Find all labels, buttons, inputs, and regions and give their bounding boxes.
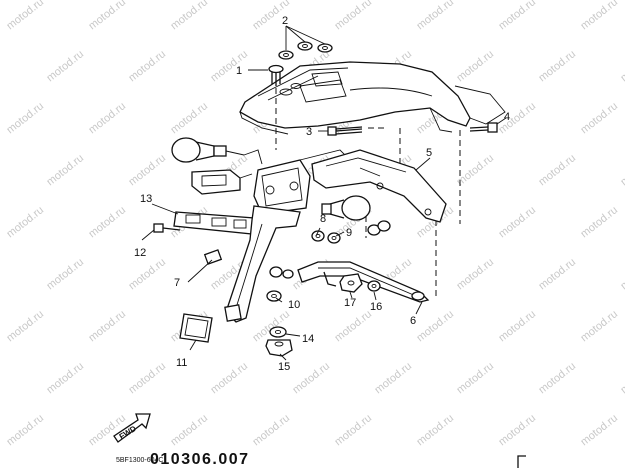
callout-labels: 1 2 3 4 5 6 7 8 9 10 11 12 13 14 15 16 1… [134, 15, 510, 373]
watermark-text: motod.ru [86, 308, 128, 344]
bolt-4 [469, 122, 498, 133]
watermark-text: motod.ru [86, 204, 128, 240]
turn-signal-right [321, 195, 371, 221]
watermark-text: motod.ru [618, 360, 625, 396]
watermark-text: motod.ru [578, 100, 620, 136]
watermark-text: motod.ru [44, 360, 86, 396]
bracket-6-end [411, 291, 425, 301]
callout-2: 2 [282, 15, 288, 27]
callout-13: 13 [140, 193, 152, 205]
nut-15 [265, 339, 293, 357]
watermark-text: motod.ru [208, 48, 250, 84]
washers-2 [278, 41, 333, 60]
watermark-text: motod.ru [414, 412, 456, 448]
watermark-text: motod.ru [578, 0, 620, 32]
watermark-text: motod.ru [168, 0, 210, 32]
reflector-11 [179, 313, 213, 343]
callout-8: 8 [320, 213, 326, 225]
leader-lines [141, 25, 507, 361]
callout-7: 7 [174, 277, 180, 289]
watermark-text: motod.ru [4, 204, 46, 240]
watermark-text: motod.ru [454, 48, 496, 84]
watermark-text: motod.ru [126, 360, 168, 396]
watermark-text: motod.ru [332, 412, 374, 448]
turn-signal-left [171, 137, 263, 165]
bracket-5 [311, 149, 447, 223]
watermark-text: motod.ru [168, 412, 210, 448]
washer-14 [269, 326, 287, 338]
callout-1: 1 [236, 65, 242, 77]
watermark-text: motod.ru [86, 0, 128, 32]
callout-17: 17 [344, 297, 356, 309]
watermark-text: motod.ru [290, 360, 332, 396]
washer-16 [367, 280, 381, 292]
watermark-text: motod.ru [250, 308, 292, 344]
watermark-text: motod.ru [332, 0, 374, 32]
callout-15: 15 [278, 361, 290, 373]
footer-number: 010306.007 [150, 451, 250, 468]
watermark-text: motod.ru [414, 0, 456, 32]
watermark-text: motod.ru [86, 100, 128, 136]
watermark-text: motod.ru [496, 0, 538, 32]
watermark-text: motod.ru [496, 100, 538, 136]
screw-1 [268, 64, 284, 86]
watermark-text: motod.ru [496, 204, 538, 240]
watermark-text: motod.ru [496, 308, 538, 344]
watermark-text: motod.ru [44, 48, 86, 84]
watermark-text: motod.ru [578, 308, 620, 344]
rod-6 [297, 261, 430, 303]
watermark-text: motod.ru [126, 48, 168, 84]
watermark-text: motod.ru [4, 308, 46, 344]
watermark-text: motod.ru [4, 100, 46, 136]
footer-code: 5BF1300-604C [116, 457, 163, 464]
watermark-text: motod.ru [126, 152, 168, 188]
watermark-text: motod.ru [496, 412, 538, 448]
callout-3: 3 [306, 126, 312, 138]
watermark-text: motod.ru [126, 256, 168, 292]
watermark-text: motod.ru [536, 256, 578, 292]
watermark-text: motod.ru [454, 360, 496, 396]
callout-5: 5 [426, 147, 432, 159]
watermark-text: motod.ru [372, 360, 414, 396]
callout-11: 11 [176, 357, 187, 369]
callout-12: 12 [134, 247, 146, 259]
watermark-text: motod.ru [414, 308, 456, 344]
callout-9: 9 [346, 227, 352, 239]
license-stay [203, 205, 301, 323]
callout-4: 4 [504, 111, 510, 123]
watermark-text: motod.ru [618, 256, 625, 292]
watermark-text: motod.ru [536, 360, 578, 396]
watermark-text: motod.ru [4, 412, 46, 448]
watermark-text: motod.ru [4, 0, 46, 32]
callout-10: 10 [288, 299, 300, 311]
callout-14: 14 [302, 333, 314, 345]
watermark-text: motod.ru [208, 360, 250, 396]
watermark-text: motod.ru [168, 100, 210, 136]
watermark-text: motod.ru [44, 152, 86, 188]
nut-17 [339, 273, 363, 293]
electrical-unit [191, 169, 253, 195]
watermark-text: motod.ru [250, 412, 292, 448]
watermark-text: motod.ru [454, 152, 496, 188]
screw-12 [153, 223, 181, 233]
rear-fender [239, 61, 506, 135]
watermark-text: motod.ru [536, 152, 578, 188]
watermark-text: motod.ru [332, 308, 374, 344]
watermark-text: motod.ru [536, 48, 578, 84]
watermark-text: motod.ru [454, 256, 496, 292]
watermark-text: motod.ru [618, 48, 625, 84]
watermark-text: motod.ru [618, 152, 625, 188]
callout-16: 16 [370, 301, 382, 313]
corner-mark [517, 455, 526, 468]
tail-light-housing [253, 149, 351, 215]
nuts-cluster [269, 220, 391, 279]
watermark-text: motod.ru [44, 256, 86, 292]
callout-6: 6 [410, 315, 416, 327]
watermark-text: motod.ru [578, 412, 620, 448]
watermark-text: motod.ru [578, 204, 620, 240]
